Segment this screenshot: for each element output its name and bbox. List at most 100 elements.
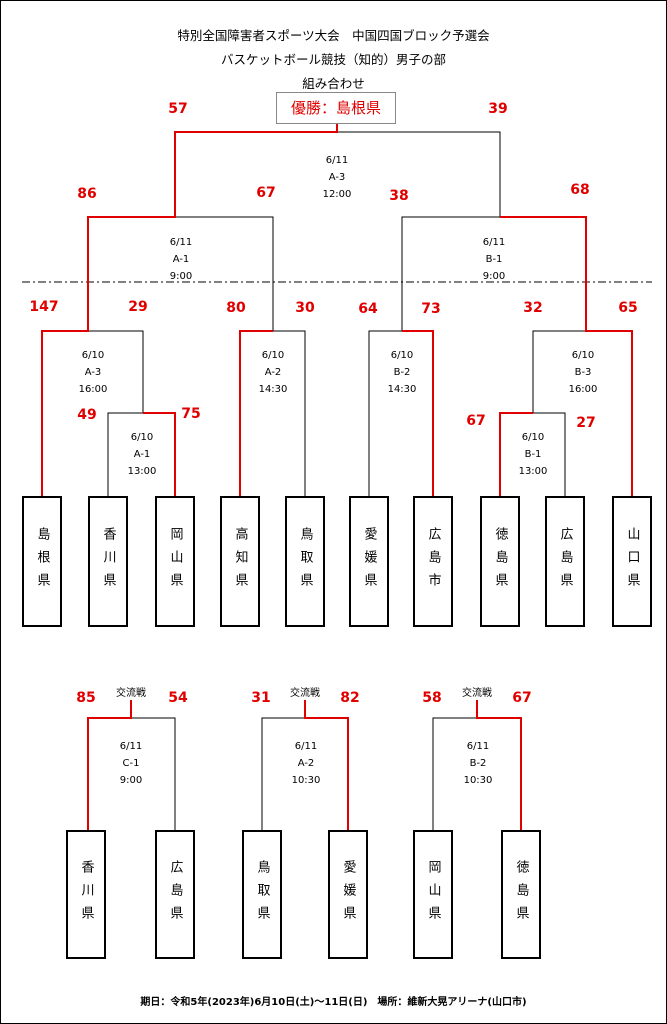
match-time: 9:00 — [119, 775, 143, 786]
team-name: 愛媛県 — [340, 860, 356, 929]
score-a2-right: 30 — [295, 300, 315, 316]
winner-path-okayama — [143, 412, 176, 496]
score-exchange-c1-left: 85 — [76, 690, 96, 706]
bracket-a1-left — [107, 412, 143, 496]
team-name: 愛媛県 — [361, 527, 377, 596]
team-box-kagawa: 香川県 — [88, 496, 128, 627]
match-time: 14:30 — [387, 384, 417, 395]
event-date-venue: 期日：令和5年(2023年)6月10日(土)～11日(日) 場所：維新大晃アリー… — [140, 997, 527, 1008]
match-time: 16:00 — [78, 384, 108, 395]
match-info-final: 6/11 A-3 12:00 — [305, 152, 369, 203]
exchange-team-box-ehime: 愛媛県 — [328, 830, 368, 959]
bracket-a2-right — [273, 330, 306, 496]
score-exchange-a2-left: 31 — [251, 690, 271, 706]
exchange-label-a2: 交流戦 — [290, 688, 320, 699]
match-time: 16:00 — [568, 384, 598, 395]
match-date: 6/10 — [130, 432, 154, 443]
match-code: B-2 — [469, 758, 487, 769]
match-code: A-3 — [328, 172, 346, 183]
team-name: 広島県 — [167, 860, 183, 929]
exchange-label-c1: 交流戦 — [116, 688, 146, 699]
match-date: 6/10 — [521, 432, 545, 443]
score-b2-left: 64 — [358, 301, 378, 317]
team-name: 山口県 — [624, 527, 640, 596]
match-code: C-1 — [122, 758, 140, 769]
score-a3-left: 147 — [29, 299, 59, 315]
match-code: A-2 — [264, 367, 282, 378]
exchange-team-box-tottori: 鳥取県 — [242, 830, 282, 959]
winner-path-hiroshima-city — [402, 330, 434, 496]
score-b2-right: 73 — [421, 301, 441, 317]
score-a1-right: 75 — [181, 406, 201, 422]
team-name: 岡山県 — [425, 860, 441, 929]
score-b1-left: 67 — [466, 413, 486, 429]
score-a2-left: 80 — [226, 300, 246, 316]
match-code: A-1 — [133, 449, 151, 460]
team-box-kochi: 高知県 — [220, 496, 260, 627]
bracket-semi-a-right — [175, 216, 274, 331]
team-box-hiroshima: 広島県 — [545, 496, 585, 627]
score-exchange-c1-right: 54 — [168, 690, 188, 706]
team-box-yamaguchi: 山口県 — [612, 496, 652, 627]
match-date: 6/11 — [119, 741, 143, 752]
score-semi-a-left: 86 — [77, 186, 97, 202]
score-exchange-a2-right: 82 — [340, 690, 360, 706]
match-code: A-3 — [84, 367, 102, 378]
team-name: 広島市 — [425, 527, 441, 596]
score-a1-left: 49 — [77, 407, 97, 423]
winner-path-tokushima — [499, 412, 533, 496]
score-b3-right: 65 — [618, 300, 638, 316]
match-date: 6/11 — [294, 741, 318, 752]
team-box-tottori: 鳥取県 — [285, 496, 325, 627]
match-time: 10:30 — [291, 775, 321, 786]
match-time: 13:00 — [518, 466, 548, 477]
match-date: 6/10 — [571, 350, 595, 361]
exchange-team-box-hiroshima: 広島県 — [155, 830, 195, 959]
event-title: バスケットボール競技（知的）男子の部 — [220, 52, 446, 67]
team-name: 香川県 — [78, 860, 94, 929]
score-exchange-b2-right: 67 — [512, 690, 532, 706]
bracket-final-right — [337, 131, 501, 217]
team-box-ehime: 愛媛県 — [349, 496, 389, 627]
exchange-winner-ehime — [304, 700, 349, 830]
match-info-semi-a: 6/11 A-1 9:00 — [149, 234, 213, 285]
team-box-shimane: 島根県 — [22, 496, 62, 627]
match-time: 14:30 — [258, 384, 288, 395]
team-box-hiroshima-city: 広島市 — [413, 496, 453, 627]
match-time: 9:00 — [169, 271, 193, 282]
match-date: 6/10 — [81, 350, 105, 361]
exchange-label-b2: 交流戦 — [462, 688, 492, 699]
exchange-winner-kagawa — [87, 700, 132, 830]
team-name: 鳥取県 — [254, 860, 270, 929]
match-info-a2: 6/10 A-2 14:30 — [241, 347, 305, 398]
match-info-a3: 6/10 A-3 16:00 — [61, 347, 125, 398]
match-info-b1: 6/10 B-1 13:00 — [501, 429, 565, 480]
score-semi-a-right: 67 — [256, 185, 276, 201]
match-info-b2: 6/10 B-2 14:30 — [370, 347, 434, 398]
match-date: 6/11 — [482, 237, 506, 248]
match-code: B-3 — [574, 367, 592, 378]
match-date: 6/11 — [169, 237, 193, 248]
match-time: 12:00 — [322, 189, 352, 200]
exchange-team-box-kagawa: 香川県 — [66, 830, 106, 959]
score-b3-left: 32 — [523, 300, 543, 316]
score-semi-b-left: 38 — [389, 188, 409, 204]
exchange-team-box-okayama: 岡山県 — [413, 830, 453, 959]
score-b1-right: 27 — [576, 415, 596, 431]
match-code: B-2 — [393, 367, 411, 378]
match-info-semi-b: 6/11 B-1 9:00 — [462, 234, 526, 285]
winner-path-yamaguchi — [500, 216, 633, 496]
exchange-winner-tokushima — [476, 700, 522, 830]
exchange-team-box-tokushima: 徳島県 — [501, 830, 541, 959]
match-code: B-1 — [485, 254, 503, 265]
match-info-exchange-a2: 6/11 A-2 10:30 — [274, 738, 338, 789]
match-date: 6/10 — [261, 350, 285, 361]
match-time: 13:00 — [127, 466, 157, 477]
match-info-exchange-b2: 6/11 B-2 10:30 — [446, 738, 510, 789]
winner-path-shimane — [41, 122, 338, 496]
score-final-left: 57 — [168, 101, 188, 117]
team-name: 徳島県 — [513, 860, 529, 929]
team-box-tokushima: 徳島県 — [480, 496, 520, 627]
score-semi-b-right: 68 — [570, 182, 590, 198]
